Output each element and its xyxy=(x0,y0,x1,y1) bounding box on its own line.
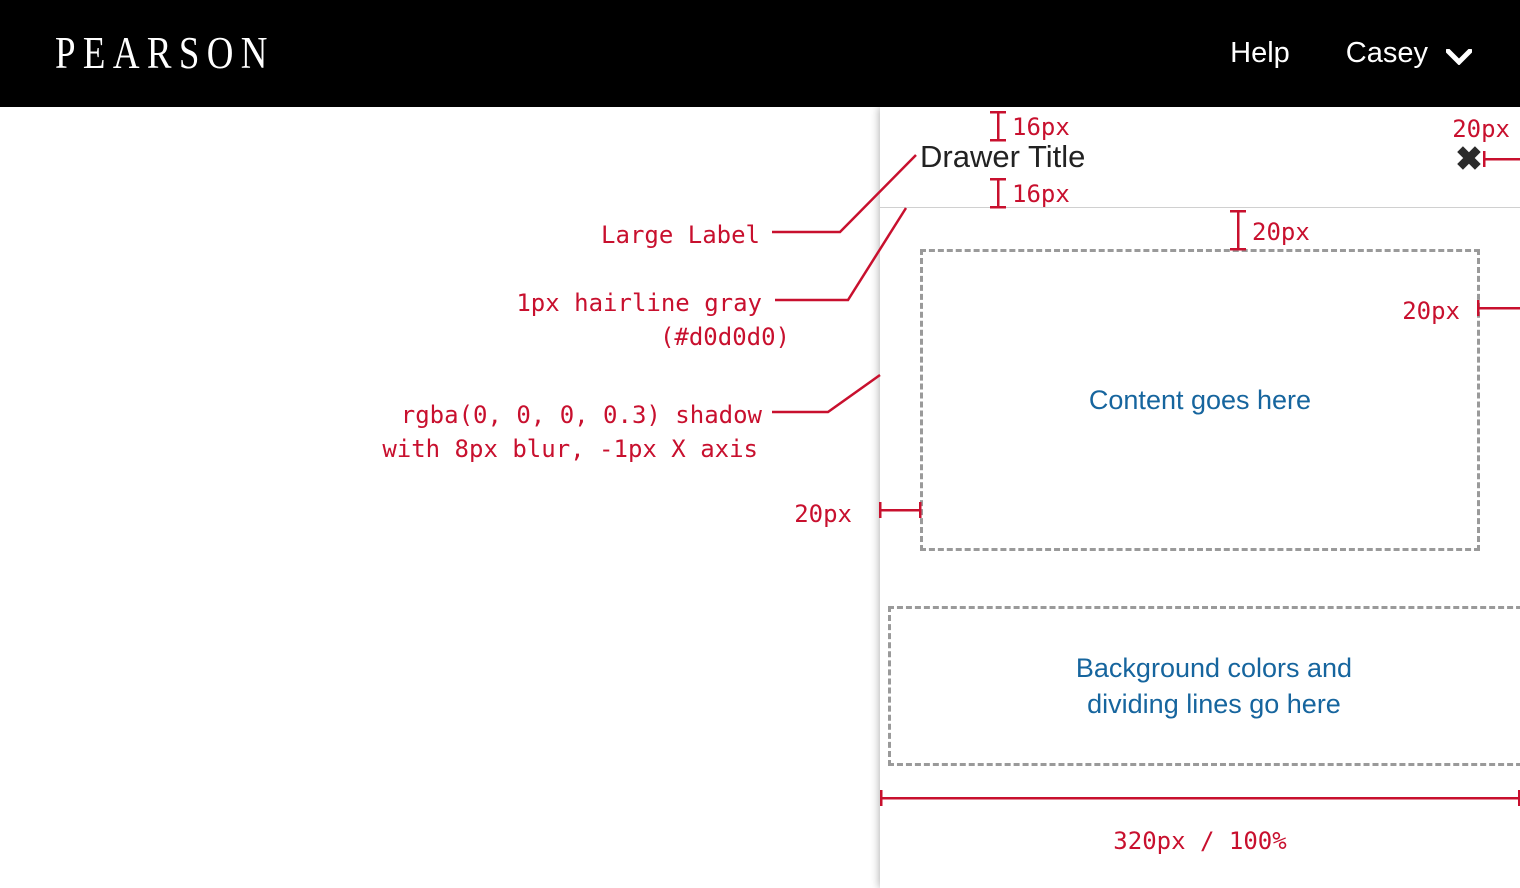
close-icon[interactable]: ✖ xyxy=(1455,139,1483,177)
drawer-hairline-divider xyxy=(880,207,1520,208)
drawer-panel: Drawer Title ✖ Content goes here Backgro… xyxy=(880,107,1520,888)
annotation-large-label: Large Label xyxy=(601,221,760,249)
content-placeholder-label: Content goes here xyxy=(1088,385,1312,415)
annotation-hairline-line2: (#d0d0d0) xyxy=(659,323,790,351)
header-nav: Help Casey xyxy=(1230,0,1474,107)
pearson-logo: PEARSON xyxy=(55,28,275,78)
user-menu-label: Casey xyxy=(1345,37,1428,69)
annotation-hairline-line1: 1px hairline gray xyxy=(516,289,762,317)
annotation-shadow-line1: rgba(0, 0, 0, 0.3) shadow xyxy=(400,401,762,429)
help-link[interactable]: Help xyxy=(1230,37,1290,69)
annotation-shadow-line2: with 8px blur, -1px X axis xyxy=(382,435,758,463)
drawer-title: Drawer Title xyxy=(920,139,1086,174)
content-placeholder-box: Content goes here xyxy=(920,249,1480,551)
user-menu[interactable]: Casey xyxy=(1345,37,1474,69)
site-header: PEARSON Help Casey xyxy=(0,0,1520,107)
annotation-content-left-spacing: 20px xyxy=(794,500,852,528)
chevron-down-icon xyxy=(1444,46,1474,66)
